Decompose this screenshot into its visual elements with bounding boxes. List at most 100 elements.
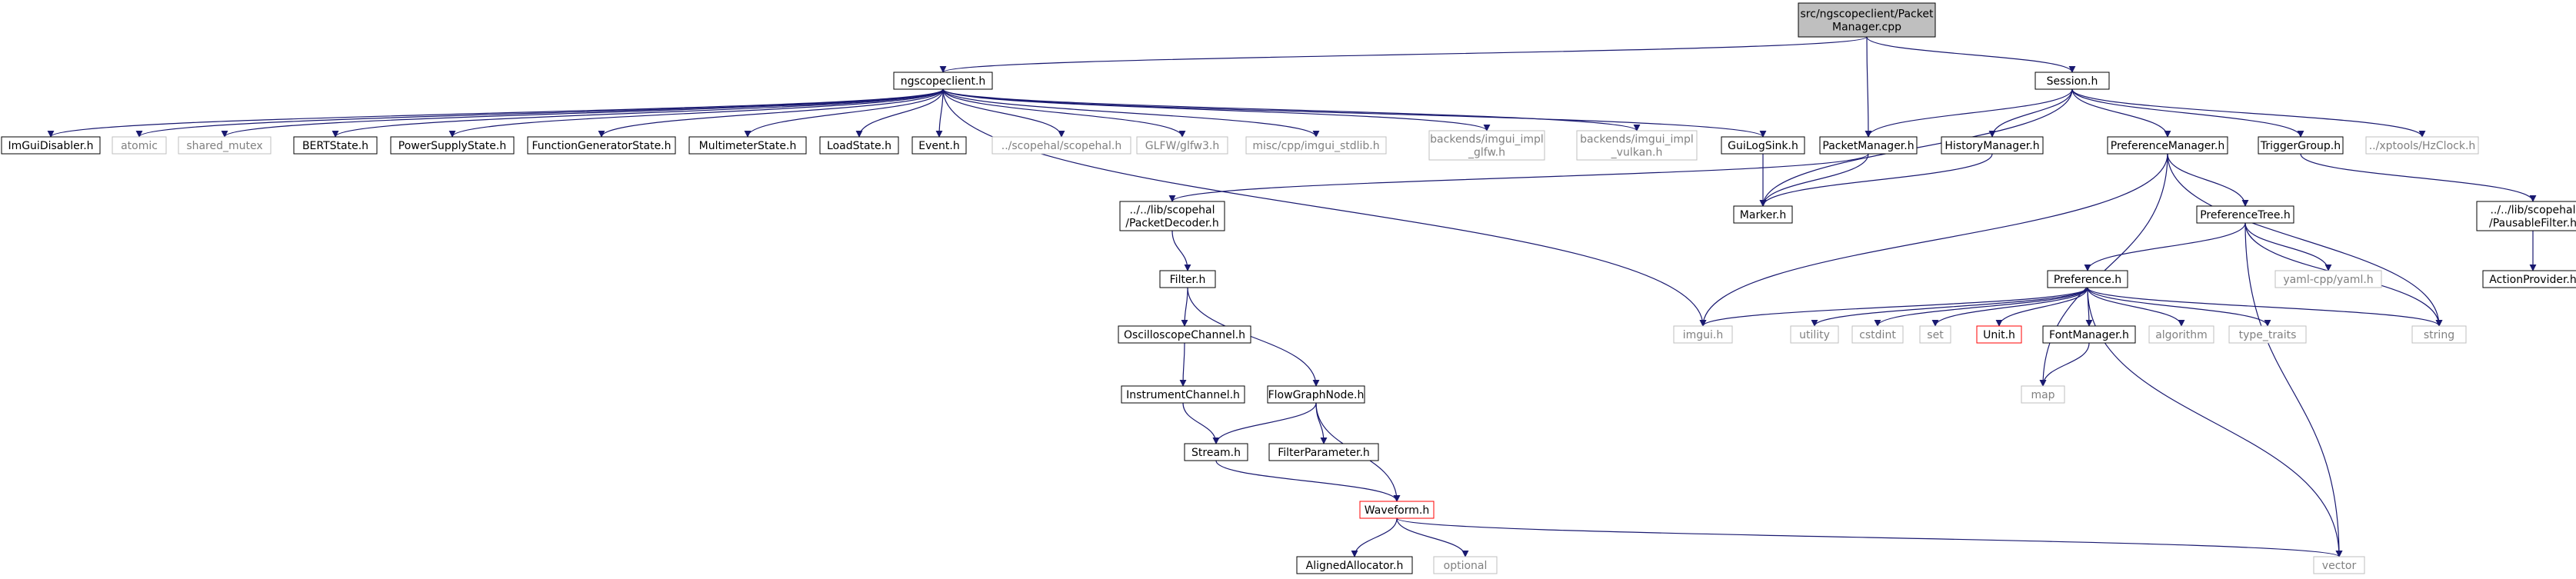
node-label-imgui-impl-glfw-h: backends/imgui_impl [1430, 134, 1544, 146]
node-box-multimeterstate-h [688, 136, 807, 155]
node-imguidisabler-h[interactable]: ImGuiDisabler.h [1, 136, 101, 155]
node-packetdecoder-h[interactable]: ../../lib/scopehal/PacketDecoder.h [1119, 201, 1225, 231]
node-preference-h[interactable]: Preference.h [2047, 270, 2128, 288]
node-cstdint: cstdint [1851, 325, 1904, 344]
node-label-cstdint: cstdint [1859, 329, 1896, 341]
node-fontmanager-h[interactable]: FontManager.h [2042, 325, 2136, 344]
node-waveform-h[interactable]: Waveform.h [1359, 501, 1435, 519]
node-powersupplystate-h[interactable]: PowerSupplyState.h [390, 136, 515, 155]
node-label-bertstate-h: BERTState.h [302, 140, 368, 152]
node-oscilloscopechannel-h[interactable]: OscilloscopeChannel.h [1118, 325, 1251, 344]
node-guilogsink-h[interactable]: GuiLogSink.h [1721, 136, 1805, 155]
node-instrumentchannel-h[interactable]: InstrumentChannel.h [1121, 385, 1245, 404]
node-label-multimeterstate-h: MultimeterState.h [699, 140, 797, 152]
node-box-hzclock-h [2365, 136, 2479, 155]
node-preferencetree-h[interactable]: PreferenceTree.h [2196, 205, 2294, 224]
node-box-set [1919, 325, 1951, 344]
edge-ngscopeclient-h-to-imgui-h [942, 88, 1707, 327]
node-packetmanager-h[interactable]: PacketManager.h [1819, 136, 1918, 155]
node-label-waveform-h: Waveform.h [1365, 504, 1429, 517]
edge-waveform-h-to-vector [1396, 517, 2343, 557]
node-box-imgui-impl-glfw-h [1428, 130, 1545, 161]
node-functiongeneratorstate-h[interactable]: FunctionGeneratorState.h [527, 136, 676, 155]
node-label-packetmanager-h: PacketManager.h [1822, 140, 1914, 152]
edge-preference-h-to-imgui-h [1699, 287, 2088, 327]
edge-waveform-h-to-optional [1396, 517, 1469, 557]
node-box-scopehal-h [991, 136, 1131, 155]
node-box-imgui-impl-vulkan-h [1576, 130, 1698, 161]
edge-ngscopeclient-h-to-scopehal-h [942, 88, 1065, 138]
node-imgui-h: imgui.h [1673, 325, 1733, 344]
edge-preference-h-to-set [1931, 287, 2088, 327]
node-filter-h[interactable]: Filter.h [1159, 270, 1216, 288]
node-box-filter-h [1159, 270, 1216, 288]
node-box-historymanager-h [1941, 136, 2044, 155]
dependency-edges [47, 36, 2537, 557]
edge-ngscopeclient-h-to-event-h [935, 88, 944, 138]
node-box-powersupplystate-h [390, 136, 515, 155]
node-label-unit-h: Unit.h [1983, 329, 2015, 341]
node-label-yaml-h: yaml-cpp/yaml.h [2283, 274, 2373, 286]
edge-session-h-to-marker-h [1759, 88, 2073, 207]
node-ngscopeclient-h[interactable]: ngscopeclient.h [893, 72, 993, 90]
node-label-preferencemanager-h: PreferenceManager.h [2111, 140, 2224, 152]
node-label-type-traits: type_traits [2239, 329, 2297, 341]
node-actionprovider-h[interactable]: ActionProvider.h [2482, 270, 2576, 288]
node-box-ngscopeclient-h [893, 72, 993, 90]
node-box-event-h [911, 136, 967, 155]
edge-preferencemanager-h-to-imgui-h [1699, 153, 2168, 327]
node-box-shared-mutex [178, 136, 272, 155]
node-box-stream-h [1184, 443, 1248, 461]
node-event-h[interactable]: Event.h [911, 136, 967, 155]
node-label-scopehal-h: ../scopehal/scopehal.h [1001, 140, 1121, 152]
node-hzclock-h: ../xptools/HzClock.h [2365, 136, 2479, 155]
node-historymanager-h[interactable]: HistoryManager.h [1941, 136, 2044, 155]
node-label-packetdecoder-h: ../../lib/scopehal [1129, 205, 1215, 217]
edge-packetmanager-h-to-packetdecoder-h [1168, 153, 1869, 202]
node-alignedallocator-h[interactable]: AlignedAllocator.h [1296, 556, 1413, 574]
node-loadstate-h[interactable]: LoadState.h [819, 136, 899, 155]
node-box-fontmanager-h [2042, 325, 2136, 344]
edge-preferencetree-h-to-yaml-h [2244, 222, 2332, 271]
node-box-packetdecoder-h [1119, 201, 1225, 231]
edge-historymanager-h-to-marker-h [1759, 153, 1993, 207]
node-unit-h[interactable]: Unit.h [1976, 325, 2022, 344]
node-multimeterstate-h[interactable]: MultimeterState.h [688, 136, 807, 155]
node-marker-h[interactable]: Marker.h [1733, 205, 1793, 224]
node-label-preference-h: Preference.h [2054, 274, 2121, 286]
node-yaml-h: yaml-cpp/yaml.h [2274, 270, 2382, 288]
edge-ngscopeclient-h-to-loadstate-h [855, 88, 944, 138]
node-box-cstdint [1851, 325, 1904, 344]
node-preferencemanager-h[interactable]: PreferenceManager.h [2107, 136, 2228, 155]
node-label-loadstate-h: LoadState.h [827, 140, 891, 152]
node-stream-h[interactable]: Stream.h [1184, 443, 1248, 461]
node-label-oscilloscopechannel-h: OscilloscopeChannel.h [1124, 329, 1245, 341]
node-triggergroup-h[interactable]: TriggerGroup.h [2258, 136, 2344, 155]
node-session-h[interactable]: Session.h [2034, 72, 2110, 90]
node-label-filter-h: Filter.h [1170, 274, 1206, 286]
edge-stream-h-to-waveform-h [1215, 460, 1401, 502]
node-atomic: atomic [112, 136, 167, 155]
node-packetmanager-cpp[interactable]: src/ngscopeclient/PacketManager.cpp [1798, 2, 1936, 38]
node-pausablefilter-h[interactable]: ../../lib/scopehal/PausableFilter.h [2476, 201, 2576, 231]
node-box-triggergroup-h [2258, 136, 2344, 155]
edge-packetmanager-cpp-to-packetmanager-h [1865, 36, 1872, 138]
node-box-atomic [112, 136, 167, 155]
edge-preferencetree-h-to-preference-h [2084, 222, 2246, 271]
node-box-yaml-h [2274, 270, 2382, 288]
node-filterparameter-h[interactable]: FilterParameter.h [1268, 443, 1379, 461]
node-label-filterparameter-h: FilterParameter.h [1278, 447, 1370, 459]
node-label-atomic: atomic [121, 140, 158, 152]
node-label-glfw3-h: GLFW/glfw3.h [1145, 140, 1219, 152]
node-flowgraphnode-h[interactable]: FlowGraphNode.h [1267, 385, 1365, 404]
node-bertstate-h[interactable]: BERTState.h [293, 136, 378, 155]
node-box-imgui-h [1673, 325, 1733, 344]
node-label-hzclock-h: ../xptools/HzClock.h [2369, 140, 2476, 152]
node-label-imgui-impl-glfw-h: _glfw.h [1468, 147, 1505, 159]
node-label-map: map [2031, 389, 2054, 401]
node-box-functiongeneratorstate-h [527, 136, 676, 155]
edge-preference-h-to-type-traits [2087, 287, 2271, 327]
node-label-triggergroup-h: TriggerGroup.h [2260, 140, 2341, 152]
node-utility: utility [1790, 325, 1839, 344]
